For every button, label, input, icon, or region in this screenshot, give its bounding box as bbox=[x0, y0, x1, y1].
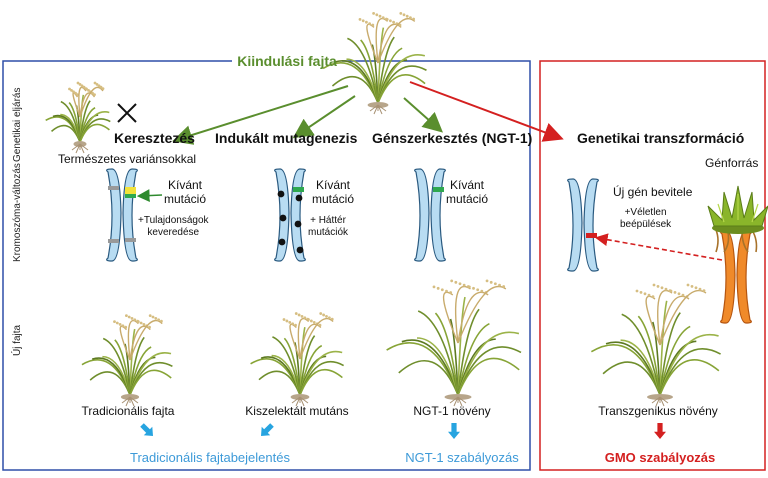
rice-plant-icon bbox=[386, 279, 522, 407]
down-arrow-icon bbox=[654, 423, 666, 439]
down-arrow-icon bbox=[448, 423, 460, 439]
rice-plant-icon bbox=[590, 283, 721, 407]
moss-plant-icon bbox=[707, 185, 768, 253]
rice-plant-icon bbox=[250, 312, 345, 407]
mutagenesis-title: Indukált mutagenezis bbox=[215, 130, 358, 146]
result-selected-mutant: Kiszelektált mutáns bbox=[245, 404, 349, 418]
start-variety-title: Kiindulási fajta bbox=[237, 53, 337, 69]
arrow-to-crossing bbox=[172, 85, 349, 145]
down-left-arrow-icon bbox=[261, 423, 274, 436]
regulation-gmo: GMO szabályozás bbox=[604, 450, 716, 465]
arrow-to-editing bbox=[403, 97, 443, 133]
result-traditional: Tradicionális fajta bbox=[81, 404, 175, 418]
side-label-variety: Új fajta bbox=[12, 324, 23, 356]
chromosome-icon bbox=[414, 168, 446, 262]
result-ngt1-plant: NGT-1 növény bbox=[413, 404, 491, 418]
cross-mark-icon bbox=[117, 103, 137, 123]
crossing-note: +Tulajdonságok keveredése bbox=[138, 215, 209, 238]
arrow-to-transformation bbox=[409, 81, 564, 142]
gmo-frame bbox=[539, 60, 766, 471]
crossing-mutation-label: Kívánt mutáció bbox=[164, 178, 207, 206]
mutation-pointer-arrow bbox=[136, 189, 163, 202]
regulation-ngt1: NGT-1 szabályozás bbox=[405, 450, 519, 465]
regulation-traditional: Tradicionális fajtabejelentés bbox=[130, 450, 290, 465]
side-label-chromosome: Kromoszóma-változás bbox=[12, 163, 23, 262]
editing-title: Génszerkesztés (NGT-1) bbox=[372, 130, 533, 146]
chromosome-icon bbox=[720, 230, 752, 324]
chromosome-icon bbox=[106, 168, 138, 262]
arrow-to-mutagenesis bbox=[292, 95, 356, 139]
mutagenesis-note: + Háttér mutációk bbox=[308, 215, 349, 238]
transformation-mutation-label: Új gén bevitele bbox=[613, 185, 693, 199]
gene-source-label: Génforrás bbox=[705, 156, 759, 170]
transformation-title: Genetikai transzformáció bbox=[577, 130, 745, 146]
down-right-arrow-icon bbox=[140, 423, 153, 436]
result-transgenic: Transzgenikus növény bbox=[598, 404, 718, 418]
chromosome-icon bbox=[567, 178, 599, 272]
rice-plant-icon bbox=[45, 81, 111, 154]
rice-plant-icon bbox=[81, 314, 173, 407]
gene-transfer-arrow bbox=[594, 233, 723, 261]
transformation-note: +Véletlen beépülések bbox=[620, 207, 672, 230]
mutagenesis-mutation-label: Kívánt mutáció bbox=[312, 178, 355, 206]
side-label-genetic: Genetikai eljárás bbox=[12, 87, 23, 162]
crossing-subtitle: Természetes variánsokkal bbox=[58, 152, 197, 166]
chromosome-icon bbox=[274, 168, 306, 262]
crossing-title: Keresztezés bbox=[114, 130, 195, 146]
rice-plant-icon bbox=[322, 12, 427, 115]
editing-mutation-label: Kívánt mutáció bbox=[446, 178, 489, 206]
